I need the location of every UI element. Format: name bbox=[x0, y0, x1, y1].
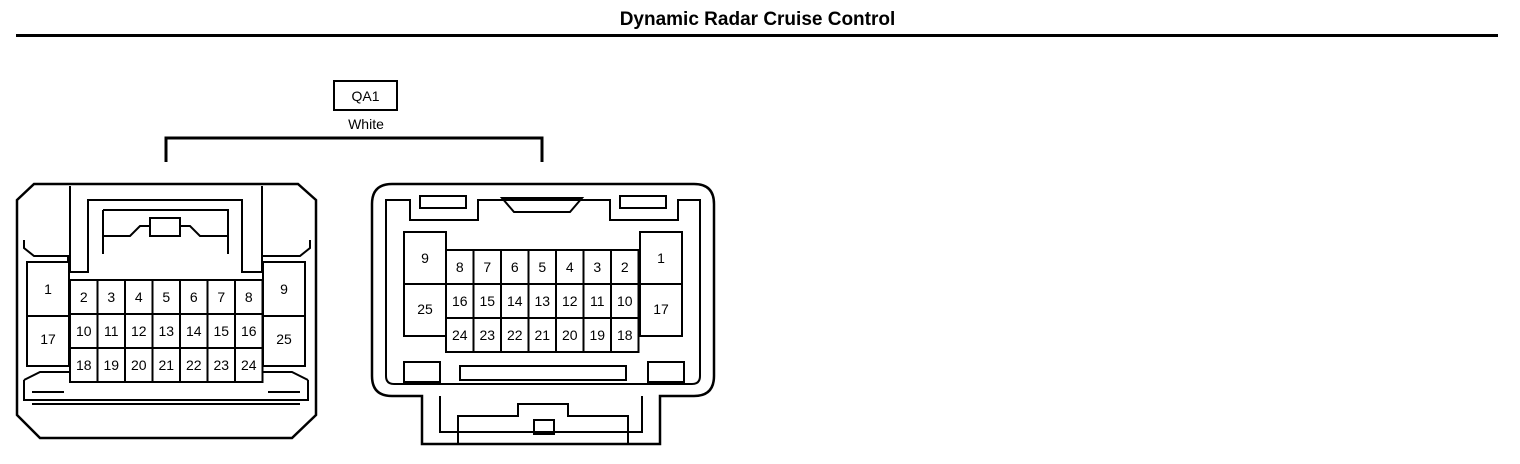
right-pin-label: 5 bbox=[538, 259, 546, 275]
left-pin-label: 11 bbox=[104, 323, 119, 339]
left-pin-label: 19 bbox=[103, 357, 119, 373]
right-pin-label: 11 bbox=[590, 293, 605, 309]
left-pin-label: 24 bbox=[241, 357, 257, 373]
left-pin-cavity bbox=[69, 279, 99, 315]
right-pin-label: 16 bbox=[452, 293, 468, 309]
left-pin-label: 15 bbox=[213, 323, 229, 339]
right-side-cavity-bottom-left bbox=[403, 283, 447, 337]
connector-code: QA1 bbox=[351, 88, 379, 104]
right-pin-label: 24 bbox=[452, 327, 468, 343]
left-side-cavity-bottom-left bbox=[26, 315, 70, 367]
left-pin-label: 22 bbox=[186, 357, 202, 373]
right-pin-label: 10 bbox=[617, 293, 633, 309]
right-pin-grid: 8 7 6 5 4 3 2 16 15 14 13 12 11 10 24 23 22 21 20 19 18 bbox=[445, 249, 640, 353]
right-pin-cavity bbox=[610, 317, 640, 353]
connector-bracket bbox=[164, 136, 544, 162]
left-pin-label: 23 bbox=[213, 357, 229, 373]
left-side-cavity-top-left bbox=[26, 261, 70, 317]
right-pin-cavity bbox=[527, 283, 557, 319]
left-pin-label: 12 bbox=[131, 323, 147, 339]
left-pin-label: 6 bbox=[190, 289, 198, 305]
right-side-cavity-bottom-right bbox=[639, 283, 683, 337]
left-pin-cavity bbox=[151, 347, 181, 383]
left-pin-cavity bbox=[234, 313, 264, 349]
right-pin-label: 13 bbox=[534, 293, 550, 309]
left-pin-cavity bbox=[69, 313, 99, 349]
page-title: Dynamic Radar Cruise Control bbox=[619, 9, 896, 30]
left-pin-cavity bbox=[234, 279, 264, 315]
left-pin-label: 4 bbox=[135, 289, 143, 305]
right-pin-label: 9 bbox=[421, 250, 429, 266]
right-pin-cavity bbox=[472, 283, 502, 319]
left-connector-housing bbox=[15, 182, 318, 440]
right-pin-label: 4 bbox=[566, 259, 574, 275]
title-underline bbox=[16, 34, 1498, 37]
right-side-cavity-top-right bbox=[639, 231, 683, 285]
left-pin-label: 25 bbox=[276, 331, 292, 347]
right-pin-label: 17 bbox=[653, 301, 669, 317]
right-pin-label: 6 bbox=[511, 259, 519, 275]
left-pin-label: 3 bbox=[107, 289, 115, 305]
right-pin-label: 12 bbox=[562, 293, 578, 309]
left-pin-label: 20 bbox=[131, 357, 147, 373]
left-pin-label: 7 bbox=[217, 289, 225, 305]
left-pin-label: 9 bbox=[280, 281, 288, 297]
right-pin-label: 2 bbox=[621, 259, 629, 275]
connector-code-box bbox=[333, 80, 398, 111]
right-pin-label: 25 bbox=[417, 301, 433, 317]
right-connector-housing bbox=[370, 182, 716, 446]
left-pin-label: 18 bbox=[76, 357, 92, 373]
left-pin-cavity bbox=[234, 347, 264, 383]
left-pin-label: 14 bbox=[186, 323, 202, 339]
left-pin-label: 2 bbox=[80, 289, 88, 305]
right-pin-label: 3 bbox=[593, 259, 601, 275]
left-pin-cavity bbox=[151, 313, 181, 349]
left-pin-label: 17 bbox=[40, 331, 56, 347]
right-pin-cavity bbox=[610, 283, 640, 319]
right-pin-label: 21 bbox=[534, 327, 550, 343]
left-pin-cavity bbox=[124, 313, 154, 349]
left-pin-label: 8 bbox=[245, 289, 253, 305]
left-pin-label: 5 bbox=[162, 289, 170, 305]
left-pin-label: 13 bbox=[158, 323, 174, 339]
left-pin-label: 10 bbox=[76, 323, 92, 339]
left-pin-label: 16 bbox=[241, 323, 257, 339]
right-pin-label: 18 bbox=[617, 327, 633, 343]
right-pin-label: 14 bbox=[507, 293, 523, 309]
right-pin-label: 7 bbox=[483, 259, 491, 275]
right-pin-label: 19 bbox=[589, 327, 605, 343]
right-pin-label: 1 bbox=[657, 250, 665, 266]
right-pin-cavity bbox=[500, 317, 530, 353]
right-pin-label: 23 bbox=[479, 327, 495, 343]
right-pin-label: 15 bbox=[479, 293, 495, 309]
left-pin-cavity bbox=[179, 347, 209, 383]
connector-color-label: White bbox=[348, 116, 384, 132]
right-pin-label: 22 bbox=[507, 327, 523, 343]
right-pin-label: 20 bbox=[562, 327, 578, 343]
right-pin-cavity bbox=[582, 317, 612, 353]
left-pin-label: 21 bbox=[158, 357, 174, 373]
left-pin-label: 1 bbox=[44, 281, 52, 297]
right-pin-label: 8 bbox=[456, 259, 464, 275]
